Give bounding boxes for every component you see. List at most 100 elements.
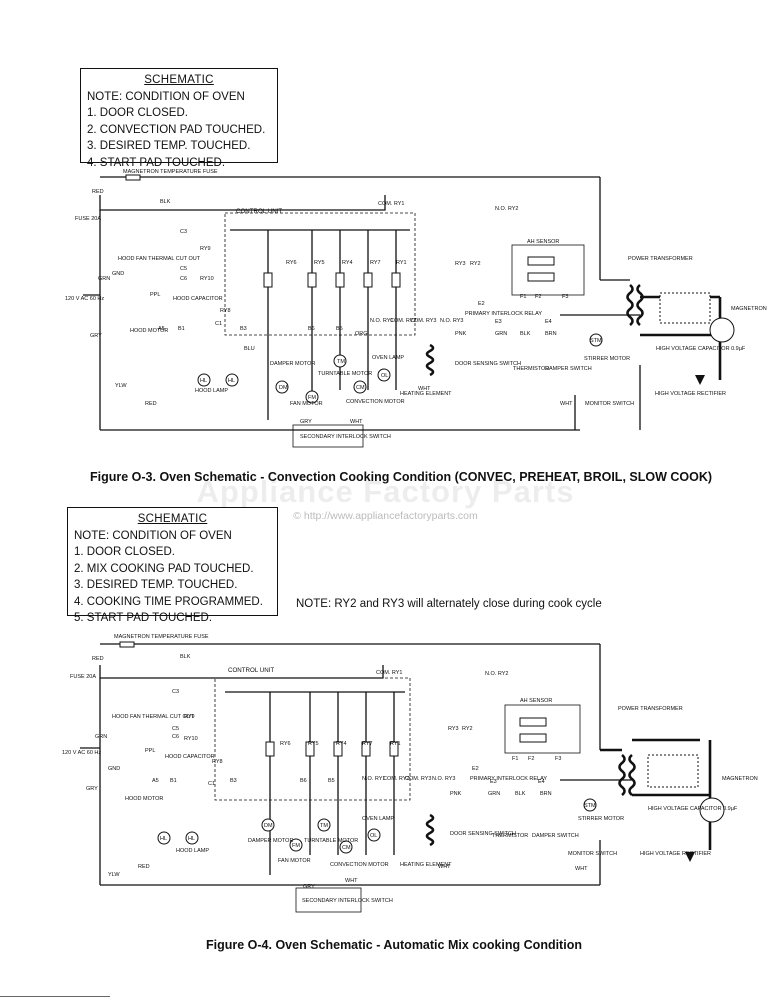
label-fuse: FUSE 20A (75, 216, 101, 222)
note-line: 4. COOKING TIME PROGRAMMED. (74, 595, 263, 608)
note-line: NOTE: CONDITION OF OVEN (87, 90, 245, 103)
label-fan-motor: FAN MOTOR (290, 401, 323, 407)
connector: B6 (308, 326, 315, 332)
connector: A5 (158, 326, 165, 332)
label-no-ry2: N.O. RY2 (495, 206, 518, 212)
label-hv-rectifier: HIGH VOLTAGE RECTIFIER (640, 851, 711, 857)
label-hv-rectifier: HIGH VOLTAGE RECTIFIER (655, 391, 726, 397)
connector: C6 (180, 276, 187, 282)
magnetron-fuse-symbol (125, 174, 141, 181)
connector: F1 (512, 756, 518, 762)
motor-code: TM (320, 823, 328, 829)
motor-code: DM (264, 823, 273, 829)
label-hood-motor: HOOD MOTOR (125, 796, 163, 802)
wire-color: BLK (520, 331, 531, 337)
label-turntable-motor: TURNTABLE MOTOR (318, 371, 372, 377)
hv-rectifier-symbol (695, 375, 705, 385)
connector: B1 (170, 778, 177, 784)
wire-color: WHT (575, 866, 588, 872)
wire-color: GRY (303, 884, 315, 890)
label-door-sensing: DOOR SENSING SWITCH (450, 831, 516, 837)
label-com-ry3: COM. RY3 (405, 776, 432, 782)
wire-color: RED (92, 189, 104, 195)
label-relay: RY8 (212, 759, 223, 765)
label-com-ry2: COM. RY2 (390, 318, 417, 324)
label-com-ry1: COM. RY1 (376, 670, 403, 676)
connector: E4 (545, 319, 552, 325)
wire-color: PNK (450, 791, 462, 797)
relay-bank (230, 229, 410, 420)
label-damper-switch: DAMPER SWITCH (545, 366, 592, 372)
label-relay: RY5 (314, 260, 325, 266)
relay-alternate-note: NOTE: RY2 and RY3 will alternately close… (296, 598, 602, 610)
label-power-transformer: POWER TRANSFORMER (628, 256, 693, 262)
label-secondary-interlock: SECONDARY INTERLOCK SWITCH (300, 434, 391, 440)
ah-sensor-frame (511, 244, 585, 296)
label-fuse: FUSE 20A (70, 674, 96, 680)
label-relay: RY5 (308, 741, 319, 747)
label-heating-element: HEATING ELEMENT (400, 391, 452, 397)
label-relay: RY7 (362, 741, 373, 747)
label-primary-interlock: PRIMARY INTERLOCK RELAY (470, 776, 547, 782)
wire-color: BLK (160, 199, 171, 205)
label-oven-lamp: OVEN LAMP (372, 355, 404, 361)
label-fan-motor: FAN MOTOR (278, 858, 311, 864)
label-com-ry3: COM. RY3 (410, 318, 437, 324)
label-relay: RY8 (220, 308, 231, 314)
connector: E2 (472, 766, 479, 772)
motor-code: TM (337, 359, 345, 365)
label-ah-sensor: AH SENSOR (520, 698, 552, 704)
wire-color: PPL (145, 748, 155, 754)
wire-color: WHT (560, 401, 573, 407)
label-thermistor: THERMISTOR (492, 833, 528, 839)
label-relay: RY6 (286, 260, 297, 266)
label-com-ry1: COM. RY1 (378, 201, 405, 207)
connector: E3 (495, 319, 502, 325)
note-title: SCHEMATIC (144, 74, 214, 86)
connector: F2 (528, 756, 534, 762)
schematic-wiring (80, 641, 725, 913)
label-relay: RY3 (448, 726, 459, 732)
label-control-unit: CONTROL UNIT (236, 208, 282, 215)
label-relay: RY10 (200, 276, 214, 282)
label-supply: 120 V AC 60 Hz (65, 296, 104, 302)
connector: C5 (172, 726, 179, 732)
wire-color: BLK (180, 654, 191, 660)
page-edge-rule (0, 996, 110, 997)
label-monitor-switch: MONITOR SWITCH (568, 851, 617, 857)
connector: A5 (152, 778, 159, 784)
label-stirrer-motor: STIRRER MOTOR (584, 356, 630, 362)
connector: C6 (172, 734, 179, 740)
motor-code: HL (200, 378, 207, 384)
label-hood-fan-cutout: HOOD FAN THERMAL CUT OUT (118, 256, 201, 262)
note-line: 3. DESIRED TEMP. TOUCHED. (87, 140, 251, 152)
label-hv-capacitor: HIGH VOLTAGE CAPACITOR 0.9µF (648, 806, 738, 812)
label-damper-switch: DAMPER SWITCH (532, 833, 579, 839)
motor-code: HL (188, 836, 195, 842)
note-title: SCHEMATIC (137, 513, 208, 525)
label-relay: RY9 (200, 246, 211, 252)
label-no-ry2: N.O. RY2 (485, 671, 508, 677)
label-door-sensing: DOOR SENSING SWITCH (455, 361, 521, 367)
label-relay: RY2 (462, 726, 473, 732)
label-mag-fuse: MAGNETRON TEMPERATURE FUSE (114, 634, 209, 640)
label-no-ry1: N.O. RY1 (370, 318, 393, 324)
watermark-url: © http://www.appliancefactoryparts.com (293, 510, 478, 522)
motor-code: HL (228, 378, 235, 384)
label-thermistor: THERMISTOR (513, 366, 549, 372)
magnetron-symbol (709, 317, 735, 343)
motor-code: DM (279, 385, 288, 391)
wire-color: GND (108, 766, 120, 772)
connector: B5 (328, 778, 335, 784)
motor-code: STM (584, 803, 596, 809)
connector: C3 (172, 689, 179, 695)
connector: C1 (208, 781, 215, 787)
motor-code: FM (308, 395, 316, 401)
secondary-interlock-frame (292, 424, 364, 448)
wire-color: RED (138, 864, 150, 870)
note-line: NOTE: CONDITION OF OVEN (74, 529, 232, 542)
label-no-ry3: N.O. RY3 (432, 776, 455, 782)
wire-color: GRN (488, 791, 500, 797)
label-ah-sensor: AH SENSOR (527, 239, 559, 245)
label-relay: RY1 (390, 741, 401, 747)
